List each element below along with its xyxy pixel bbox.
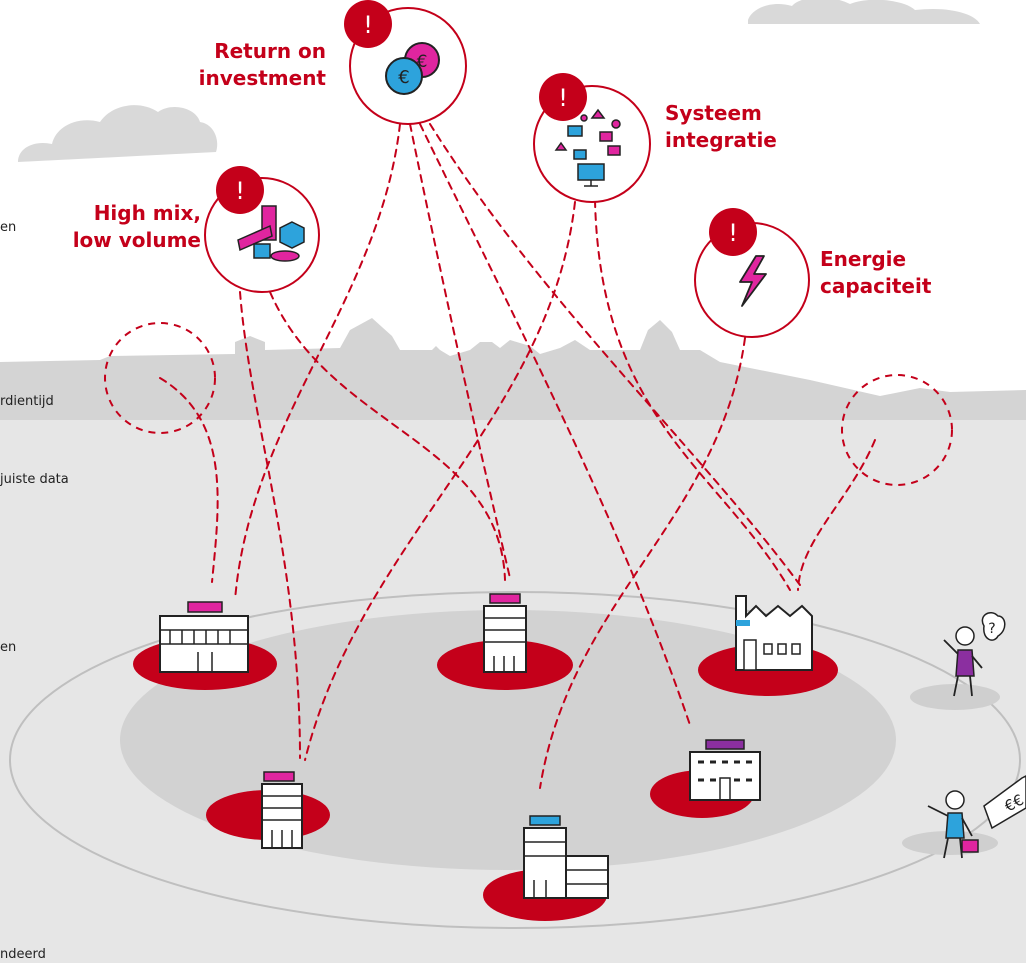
- alert-badge-mix: [216, 166, 264, 214]
- challenge-mix: !: [204, 166, 320, 293]
- alert-mark: !: [363, 11, 373, 39]
- alert-badge-energy: [709, 208, 757, 256]
- label-systeem-integratie: Systeem integratie: [665, 101, 777, 152]
- challenge-energy: !: [694, 208, 810, 338]
- edge-text-3: juiste data: [0, 472, 69, 487]
- company-factory: [698, 595, 838, 696]
- alert-mark: !: [728, 219, 738, 247]
- label-energie-capaciteit: Energie capaciteit: [820, 247, 932, 298]
- euro-coins-icon: € €: [385, 42, 440, 95]
- alert-mark: !: [558, 84, 568, 112]
- empty-slot-circle-right: [841, 374, 953, 486]
- company-building-1: [133, 601, 277, 690]
- empty-slot-circle-left: [104, 322, 216, 434]
- alert-badge-system: [539, 73, 587, 121]
- challenge-system: !: [533, 73, 651, 203]
- svg-text:€: €: [398, 67, 409, 88]
- edge-text-1: en: [0, 220, 17, 235]
- company-building-2: [437, 593, 573, 690]
- outer-ring: [9, 591, 1021, 929]
- challenge-roi: € € !: [344, 0, 467, 125]
- company-building-4: [650, 739, 761, 818]
- alert-mark: !: [235, 177, 245, 205]
- question-mark: ?: [988, 621, 995, 637]
- windmill: [382, 346, 442, 414]
- svg-text:€: €: [417, 52, 428, 72]
- edge-text-2: rdientijd: [0, 394, 54, 409]
- product-shapes-icon: [237, 205, 305, 262]
- edge-text-4: en: [0, 640, 17, 655]
- network-devices-icon: [554, 108, 621, 187]
- company-building-3: [206, 771, 330, 849]
- person-thinking: ?: [910, 612, 1006, 710]
- cloud-left: [18, 105, 218, 162]
- lightning-icon: [739, 255, 767, 307]
- clouds: [18, 0, 980, 162]
- cloud-top-right: [748, 0, 980, 24]
- alert-badge-roi: [344, 0, 392, 48]
- edge-text-5: ndeerd: [0, 947, 46, 962]
- company-building-5: [483, 815, 609, 921]
- label-return-on-investment: Return on investment: [198, 39, 326, 90]
- dashed-connections: [159, 123, 876, 789]
- label-high-mix-low-volume: High mix, low volume: [72, 201, 201, 252]
